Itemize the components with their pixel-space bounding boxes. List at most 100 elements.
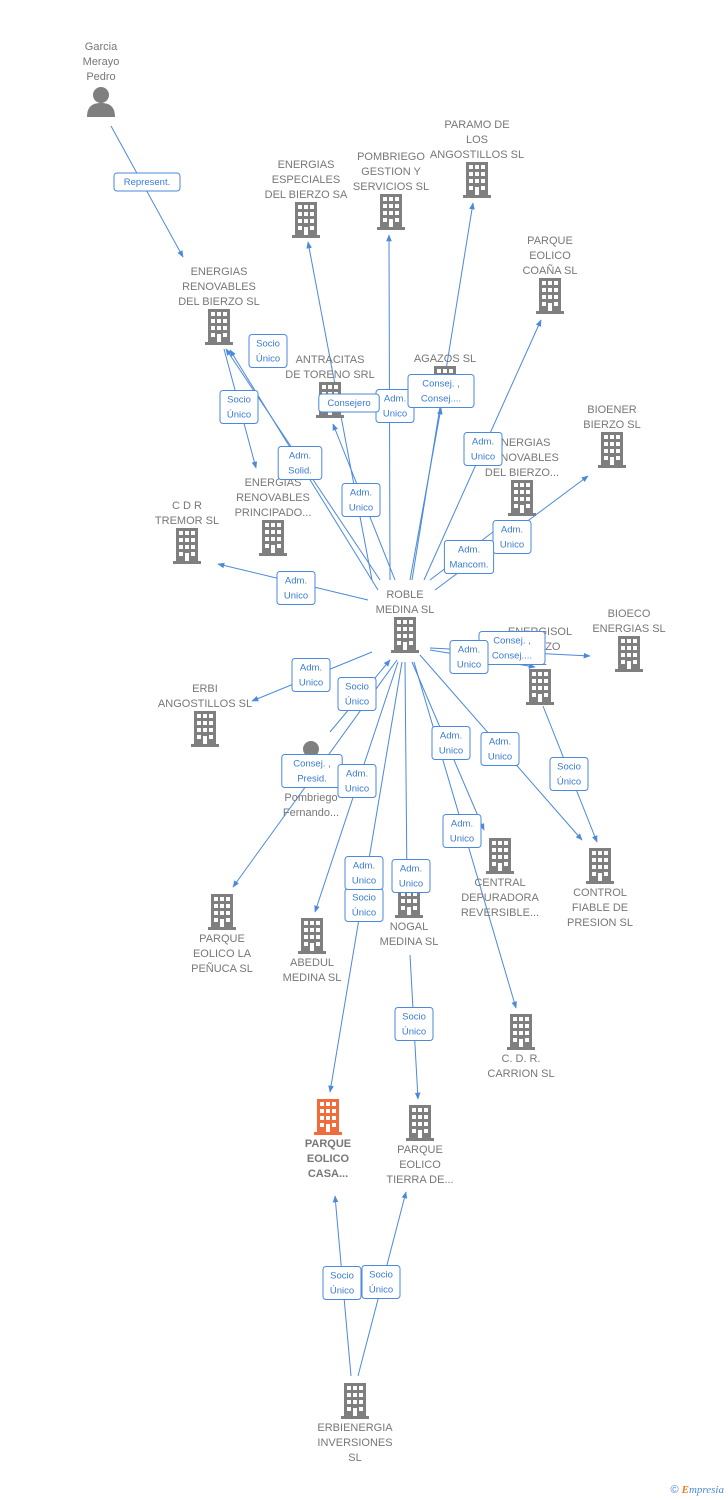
relationship-badge-text: Unico bbox=[450, 834, 474, 845]
relationship-badge[interactable]: Adm.Unico bbox=[463, 432, 503, 466]
relationship-badge-text: Adm. bbox=[300, 663, 322, 674]
relationship-badge-text: Único bbox=[402, 1027, 426, 1038]
relationship-badge[interactable]: Adm.Mancom. bbox=[443, 540, 495, 574]
relationship-badge-text: Adm. bbox=[489, 737, 511, 748]
node-label-line: DE TORENO SRL bbox=[285, 369, 374, 381]
relationship-badge-text: Consej.... bbox=[492, 651, 532, 662]
building-icon bbox=[191, 711, 219, 747]
relationship-badge-text: Unico bbox=[345, 784, 369, 795]
relationship-badge-text: Único bbox=[330, 1286, 354, 1297]
relationship-badge[interactable]: Represent. bbox=[113, 172, 181, 192]
relationship-badge[interactable]: Adm.Solid. bbox=[277, 446, 323, 480]
node-antracitas[interactable]: ANTRACITAS DE TORENO SRL bbox=[285, 354, 375, 418]
relationship-badge-box bbox=[449, 640, 489, 674]
node-parque_casa[interactable]: PARQUEEOLICOCASA... bbox=[305, 1099, 351, 1180]
relationship-badge-box bbox=[318, 393, 380, 413]
node-label-line: Garcia bbox=[85, 41, 118, 53]
relationship-badge[interactable]: Adm.Unico bbox=[276, 571, 316, 605]
relationship-badge-text: Unico bbox=[457, 660, 481, 671]
building-icon bbox=[173, 528, 201, 564]
relationship-badge[interactable]: Adm.Unico bbox=[391, 859, 431, 893]
relationship-badge-text: Unico bbox=[299, 678, 323, 689]
node-label-line: DEL BIERZO SL bbox=[178, 296, 260, 308]
building-icon bbox=[526, 669, 554, 705]
node-cdr_carrion[interactable]: C. D. R. CARRION SL bbox=[487, 1014, 555, 1080]
relationship-badge[interactable]: Consej. ,Consej.... bbox=[478, 631, 546, 665]
node-label-line: CARRION SL bbox=[487, 1068, 554, 1080]
node-label-line: ANTRACITAS bbox=[296, 354, 365, 366]
node-energias_principado[interactable]: ENERGIASRENOVABLESPRINCIPADO... bbox=[235, 477, 312, 556]
relationship-badge[interactable]: Adm.Unico bbox=[431, 726, 471, 760]
relationship-badge[interactable]: Consejero bbox=[318, 393, 380, 413]
node-label-line: C. D. R. bbox=[501, 1053, 540, 1065]
relationship-badge-text: Consej. , bbox=[293, 759, 331, 770]
node-label-line: DEL BIERZO SA bbox=[265, 189, 348, 201]
relationship-badge[interactable]: Consej. ,Presid. bbox=[281, 754, 343, 788]
brand-name: mpresia bbox=[688, 1484, 724, 1496]
relationship-badge[interactable]: Adm.Unico bbox=[449, 640, 489, 674]
node-label-line: CENTRAL bbox=[474, 877, 525, 889]
edge-roble-to-agazos bbox=[409, 407, 443, 581]
building-icon bbox=[205, 309, 233, 345]
relationship-badge[interactable]: Adm.Unico bbox=[442, 814, 482, 848]
node-label-line: ENERGIAS bbox=[191, 266, 248, 278]
relationship-badge[interactable]: Adm.Unico bbox=[344, 856, 384, 890]
node-label-line: COAÑA SL bbox=[522, 264, 577, 277]
relationship-badge[interactable]: Adm. Unico bbox=[337, 764, 377, 798]
relationship-badge-text: Único bbox=[256, 354, 280, 365]
node-label-line: GESTION Y bbox=[361, 166, 421, 178]
relationship-badge-text: Adm. bbox=[346, 769, 368, 780]
relationship-badge[interactable]: Adm. Unico bbox=[291, 658, 331, 692]
node-label-line: PARQUE bbox=[397, 1144, 443, 1156]
building-icon bbox=[536, 278, 564, 314]
relationship-badge-box bbox=[431, 726, 471, 760]
node-agazos[interactable]: AGAZOS SL bbox=[414, 353, 476, 402]
relationship-badge[interactable]: Adm.Unico bbox=[341, 483, 381, 517]
node-label-line: CASA... bbox=[308, 1168, 348, 1180]
relationship-badge-text: Adm. bbox=[289, 451, 311, 462]
brand-initial: E bbox=[681, 1484, 689, 1496]
building-icon bbox=[406, 1105, 434, 1141]
node-label-line: PARQUE bbox=[199, 933, 245, 945]
node-central_depuradora[interactable]: CENTRALDEPURADORAREVERSIBLE... bbox=[461, 838, 540, 919]
relationship-badge-text: Adm. bbox=[350, 488, 372, 499]
relationship-badge-box bbox=[492, 520, 532, 554]
relationship-badge-text: Adm. bbox=[384, 394, 406, 405]
relationship-badge[interactable]: Adm.Unico bbox=[492, 520, 532, 554]
building-icon bbox=[508, 480, 536, 516]
relationship-badge[interactable]: Adm.Unico bbox=[480, 732, 520, 766]
relationship-badge[interactable]: Consej. ,Consej.... bbox=[407, 374, 475, 408]
relationship-badge-box bbox=[337, 677, 377, 711]
node-label-line: MEDINA SL bbox=[376, 604, 435, 616]
node-label-line: Merayo bbox=[83, 56, 120, 68]
node-label-line: ABEDUL bbox=[290, 957, 334, 969]
relationship-badge-text: Socio bbox=[557, 762, 581, 773]
